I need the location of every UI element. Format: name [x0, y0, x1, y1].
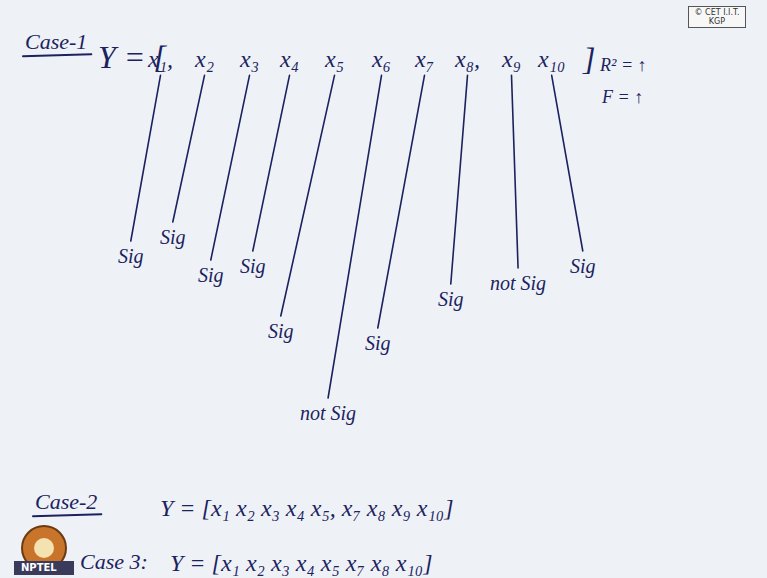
leader-line: [552, 75, 583, 251]
case-heading: Case-2: [35, 490, 97, 514]
leader-line: [211, 75, 250, 260]
variable: x₉: [502, 46, 521, 72]
significance-note: Sig: [438, 288, 464, 310]
leader-line: [253, 75, 290, 251]
underline: [23, 54, 91, 56]
significance-note: not Sig: [490, 272, 546, 294]
leader-line: [512, 75, 519, 268]
variable: x₆: [372, 46, 391, 72]
variable: x₂: [195, 46, 214, 72]
variable: x₁₀: [538, 46, 565, 72]
variable: x₈,: [455, 46, 480, 72]
case-heading: Case 3:: [80, 550, 148, 574]
leader-line: [281, 75, 335, 316]
significance-note: Sig: [240, 255, 266, 277]
leader-line: [451, 75, 468, 284]
variable: x₇: [415, 46, 434, 72]
watermark-box: © CET I.I.T. KGP: [688, 6, 746, 28]
variable: x₅: [325, 46, 344, 72]
variable: x₁,: [148, 46, 173, 72]
nptel-logo: [14, 526, 74, 575]
watermark-text: © CET I.I.T. KGP: [692, 8, 742, 26]
significance-note: Sig: [198, 264, 224, 286]
variable: x₄: [280, 46, 299, 72]
significance-note: Sig: [365, 332, 391, 354]
leader-line: [173, 75, 205, 222]
equation: Y = [x₁ x₂ x₃ x₄ x₅ x₇ x₈ x₁₀]: [170, 550, 433, 576]
logo-text: NPTEL: [21, 562, 57, 573]
statistic-note: F = ↑: [602, 88, 643, 108]
significance-note: Sig: [160, 226, 186, 248]
leader-line: [378, 75, 425, 328]
leader-line: [131, 75, 161, 241]
underline: [33, 514, 101, 516]
significance-note: Sig: [570, 255, 596, 277]
variable: x₃: [240, 46, 259, 72]
case-heading: Case-1: [25, 30, 87, 54]
statistic-note: R² = ↑: [600, 56, 647, 76]
bracket: ]: [583, 42, 595, 77]
significance-note: not Sig: [300, 402, 356, 424]
significance-note: Sig: [118, 245, 144, 267]
equation: Y = [x₁ x₂ x₃ x₄ x₅, x₇ x₈ x₉ x₁₀]: [160, 495, 454, 521]
significance-note: Sig: [268, 320, 294, 342]
